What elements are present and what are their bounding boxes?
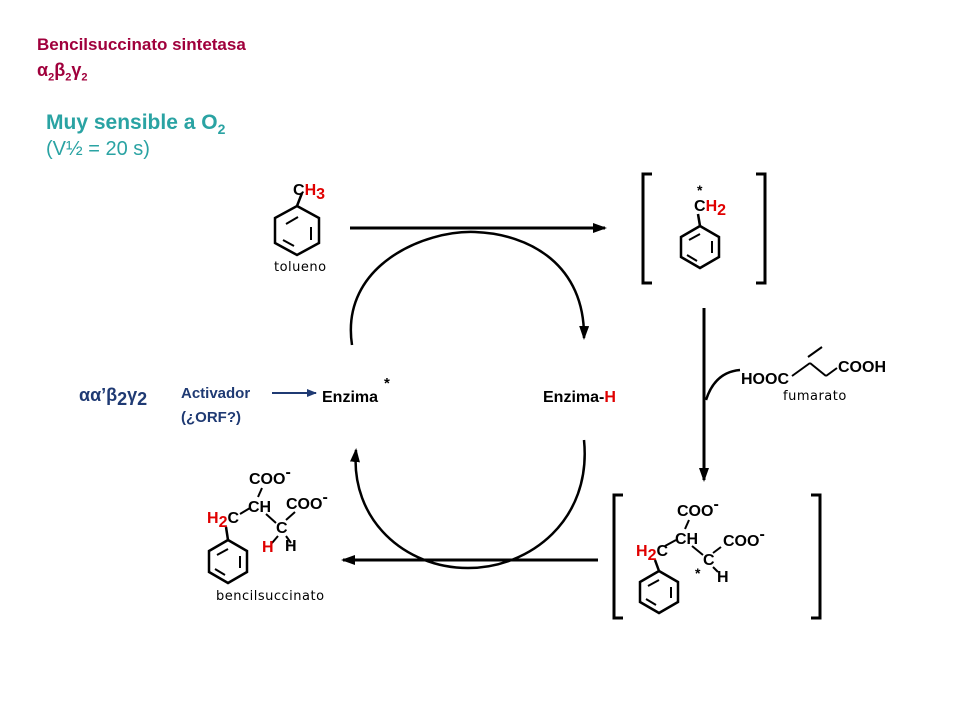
inactive-enzyme: αα’β2γ2 bbox=[79, 385, 147, 409]
oxygen-sensitivity: Muy sensible a O2 bbox=[46, 111, 226, 138]
fumarate-caption: fumarato bbox=[783, 389, 847, 404]
subunit-composition: α2β2γ2 bbox=[37, 60, 88, 84]
toluene-caption: tolueno bbox=[274, 260, 327, 275]
benzene-ring bbox=[679, 224, 721, 270]
benzene-ring bbox=[273, 204, 321, 257]
ch2-label: H2C bbox=[207, 510, 239, 531]
c-label: C bbox=[703, 552, 715, 569]
coo-top: COO- bbox=[677, 496, 719, 520]
ch2-label: H2C bbox=[636, 543, 668, 564]
bracket-left bbox=[612, 493, 623, 620]
ch-label: CH bbox=[675, 531, 698, 548]
bracket-right bbox=[811, 493, 822, 620]
bracket-left bbox=[641, 172, 652, 285]
coo-top: COO- bbox=[249, 464, 291, 488]
benzene-ring bbox=[638, 569, 680, 615]
activator-orf: (¿ORF?) bbox=[181, 409, 241, 426]
toluene-formula: CH3 bbox=[293, 182, 325, 203]
benzyl-radical-structure: * CH2 bbox=[641, 172, 767, 285]
benzyl-formula: CH2 bbox=[694, 198, 726, 219]
fumarate-input-arrow bbox=[704, 368, 741, 401]
enzyme-h-hydrogen: H bbox=[604, 389, 616, 406]
coo-right: COO- bbox=[286, 489, 328, 513]
cycle-arc-top bbox=[349, 230, 590, 346]
bracket-right bbox=[756, 172, 767, 285]
enzyme-radical: Enzima bbox=[322, 389, 378, 406]
product-caption: bencilsuccinato bbox=[216, 589, 325, 604]
half-life: (V½ = 20 s) bbox=[46, 138, 150, 160]
ch-label: CH bbox=[248, 499, 271, 516]
enzyme-name: Bencilsuccinato sintetasa bbox=[37, 35, 246, 54]
c-label: C bbox=[276, 520, 288, 537]
radical-intermediate-structure: COO- CH COO- C * H H2C bbox=[612, 493, 822, 620]
benzene-ring bbox=[207, 538, 249, 585]
radical-mark: * bbox=[697, 182, 703, 198]
toluene-structure: CH3 tolueno bbox=[273, 182, 327, 275]
radical-mark: * bbox=[695, 565, 701, 581]
h-black: H bbox=[285, 538, 297, 555]
h-red: H bbox=[262, 539, 274, 556]
benzylsuccinate-structure: COO- CH COO- C H H H2C bencilsuccinato bbox=[207, 464, 328, 604]
fumarate-structure: HOOC COOH fumarato bbox=[741, 346, 886, 404]
cycle-arc-bottom bbox=[350, 439, 586, 570]
enzyme-radical-mark: * bbox=[384, 375, 390, 392]
activator-label: Activador bbox=[181, 385, 250, 402]
fumarate-left: HOOC bbox=[741, 371, 789, 388]
h-black: H bbox=[717, 569, 729, 586]
enzyme-h-left: Enzima- bbox=[543, 389, 604, 406]
coo-right: COO- bbox=[723, 526, 765, 550]
enzyme-h: Enzima-H bbox=[543, 389, 616, 406]
fumarate-right: COOH bbox=[838, 359, 886, 376]
